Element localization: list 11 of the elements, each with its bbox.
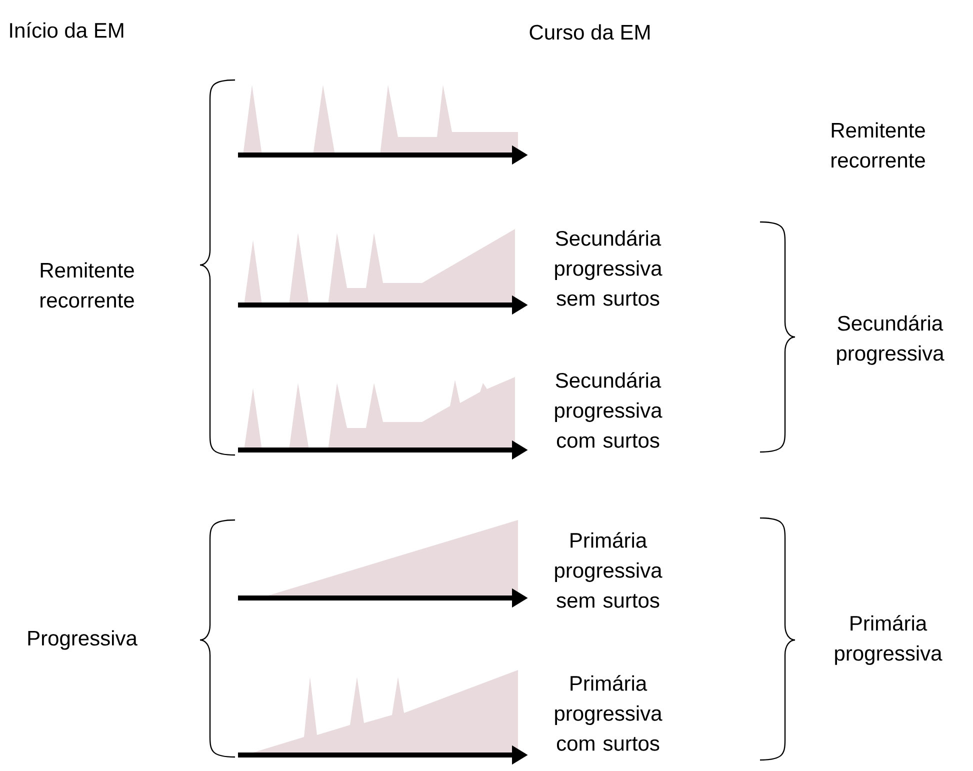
label: Primária progressiva sem surtos xyxy=(555,532,662,608)
label: Remitente recorrente xyxy=(40,262,134,308)
label: Início da EM xyxy=(10,22,124,38)
label: Progressiva xyxy=(28,630,138,650)
label: Remitente recorrente xyxy=(832,122,925,168)
label: Secundária progressiva sem surtos xyxy=(555,230,662,306)
label: Primária progressiva com surtos xyxy=(555,675,662,751)
label: Secundária progressiva com surtos xyxy=(555,372,662,448)
label: Secundária progressiva xyxy=(837,315,944,365)
label: Primária progressiva xyxy=(835,615,942,665)
label: Curso da EM xyxy=(530,24,650,40)
